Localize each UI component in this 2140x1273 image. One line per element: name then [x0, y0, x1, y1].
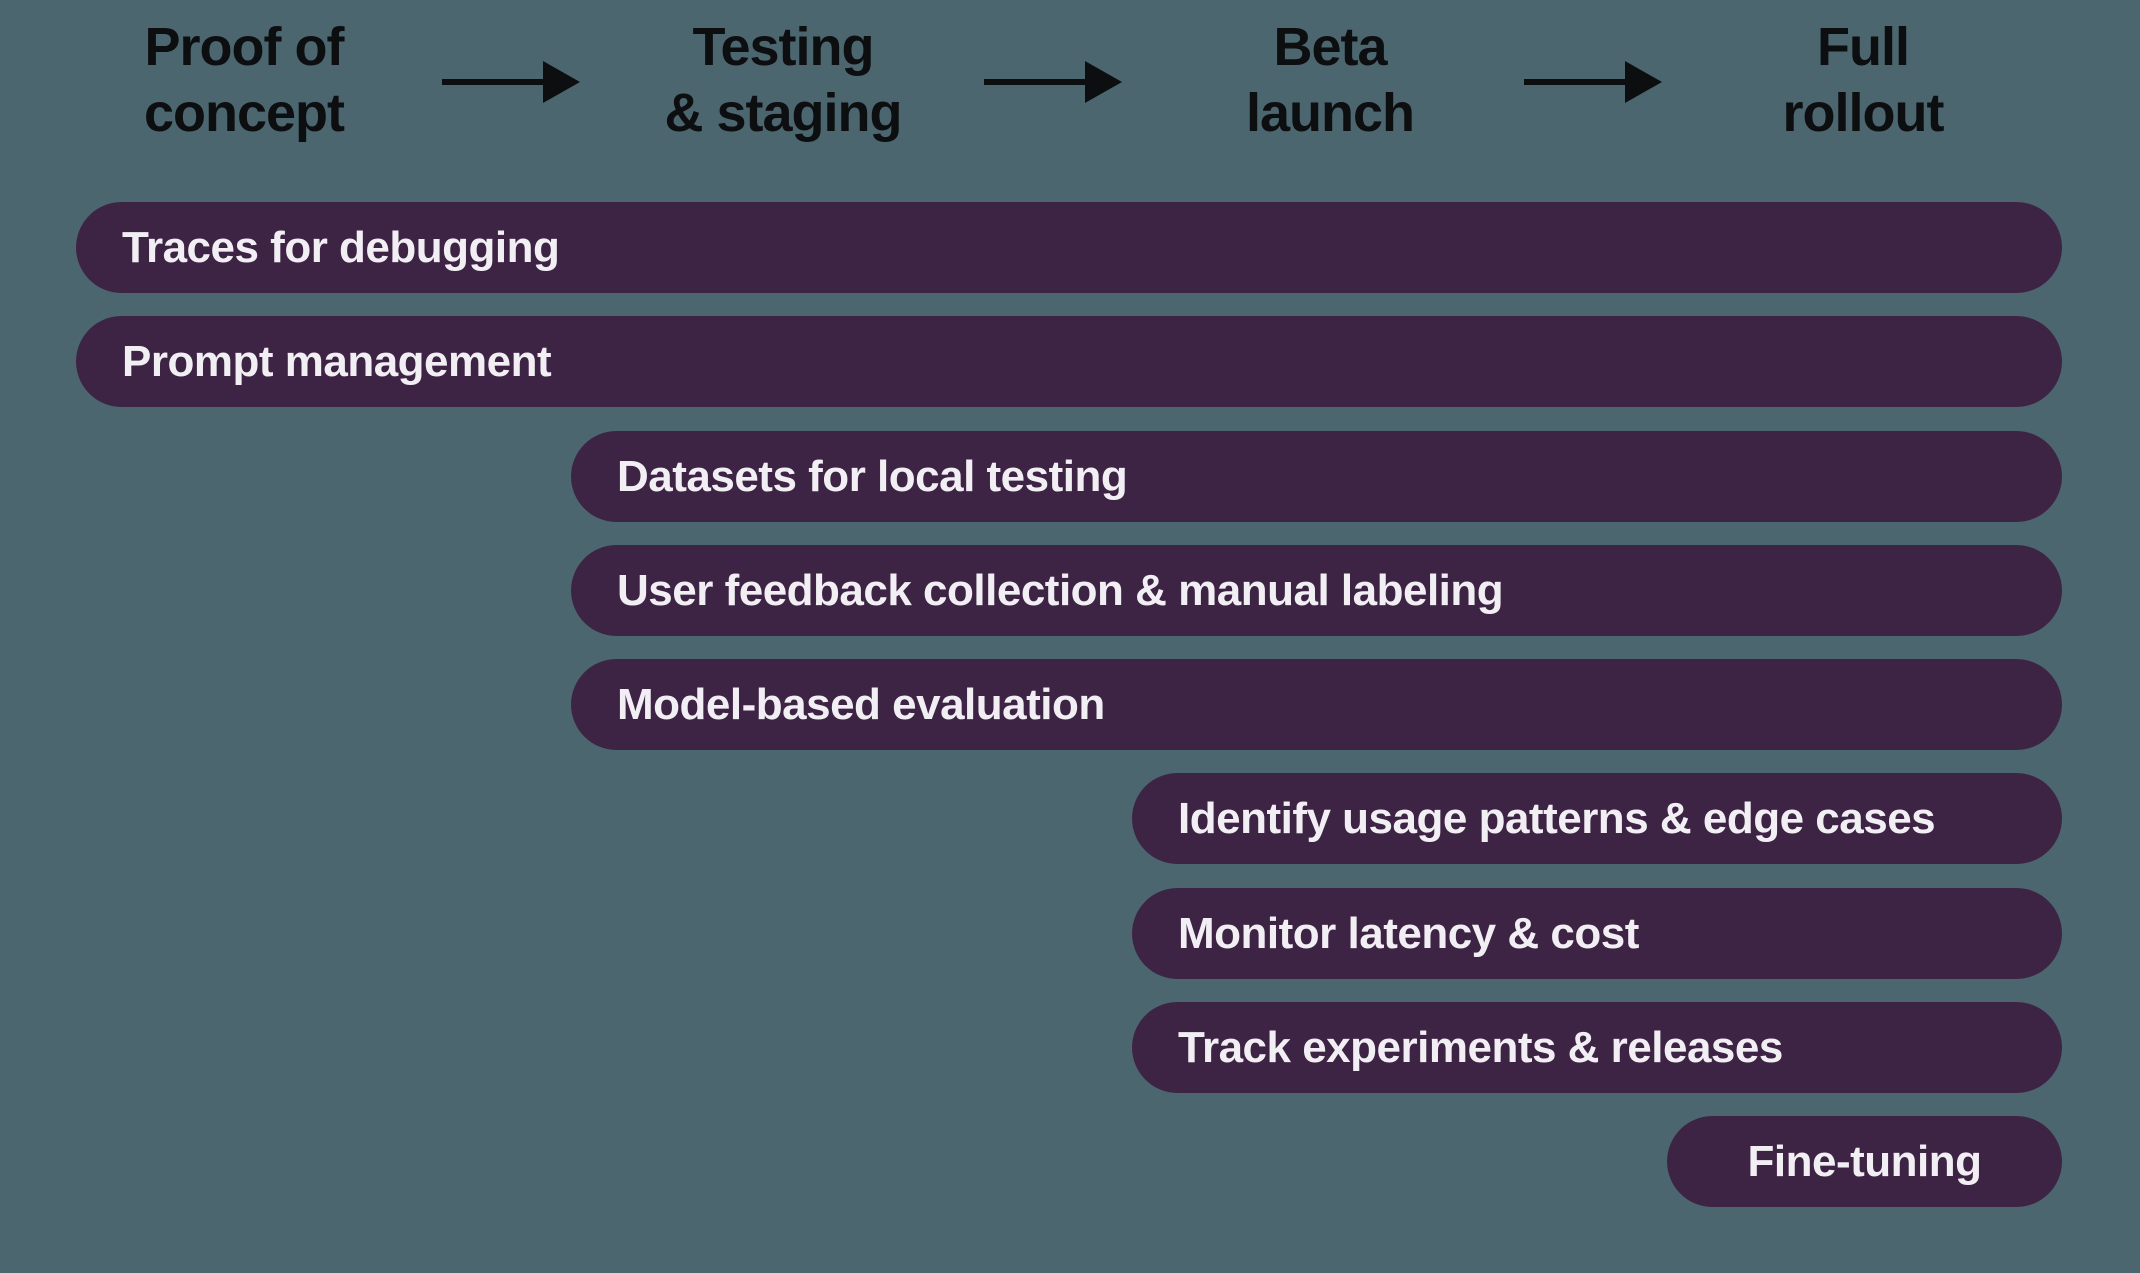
stage-header-full-rollout: Full rollout: [1782, 14, 1945, 146]
bar-prompt-management: Prompt management: [76, 316, 2062, 407]
bar-label: Prompt management: [122, 336, 552, 386]
arrow-right-icon: [983, 58, 1124, 106]
bar-label: Monitor latency & cost: [1178, 908, 1639, 958]
bar-user-feedback-collection: User feedback collection & manual labeli…: [571, 545, 2062, 636]
stage-header-line: Proof of: [144, 17, 345, 77]
bar-monitor-latency-cost: Monitor latency & cost: [1132, 888, 2062, 979]
bar-label: Traces for debugging: [122, 222, 560, 272]
stage-header-line: Full: [1817, 17, 1910, 77]
bar-label: Fine-tuning: [1747, 1136, 1983, 1186]
stage-header-line: Testing: [692, 17, 874, 77]
stage-header-line: launch: [1245, 83, 1415, 143]
bar-track-experiments-releases: Track experiments & releases: [1132, 1002, 2062, 1093]
bar-identify-usage-patterns: Identify usage patterns & edge cases: [1132, 773, 2062, 864]
stage-header-line: Beta: [1273, 17, 1387, 77]
bar-model-based-evaluation: Model-based evaluation: [571, 659, 2062, 750]
arrow-right-icon: [1523, 58, 1664, 106]
bar-label: Datasets for local testing: [617, 451, 1128, 501]
bar-datasets-for-local-testing: Datasets for local testing: [571, 431, 2062, 522]
stage-header-proof-of-concept: Proof of concept: [143, 14, 345, 146]
stage-header-testing-staging: Testing & staging: [664, 14, 902, 146]
bar-label: Model-based evaluation: [617, 679, 1105, 729]
bar-label: User feedback collection & manual labeli…: [617, 565, 1504, 615]
arrow-right-icon: [441, 58, 582, 106]
bar-traces-for-debugging: Traces for debugging: [76, 202, 2062, 293]
bar-label: Identify usage patterns & edge cases: [1178, 793, 1936, 843]
stage-header-line: concept: [143, 83, 345, 143]
bar-label: Track experiments & releases: [1178, 1022, 1783, 1072]
stage-header-line: rollout: [1782, 83, 1945, 143]
bar-fine-tuning: Fine-tuning: [1667, 1116, 2062, 1207]
stage-header-line: & staging: [664, 83, 902, 143]
stage-header-beta-launch: Beta launch: [1245, 14, 1415, 146]
